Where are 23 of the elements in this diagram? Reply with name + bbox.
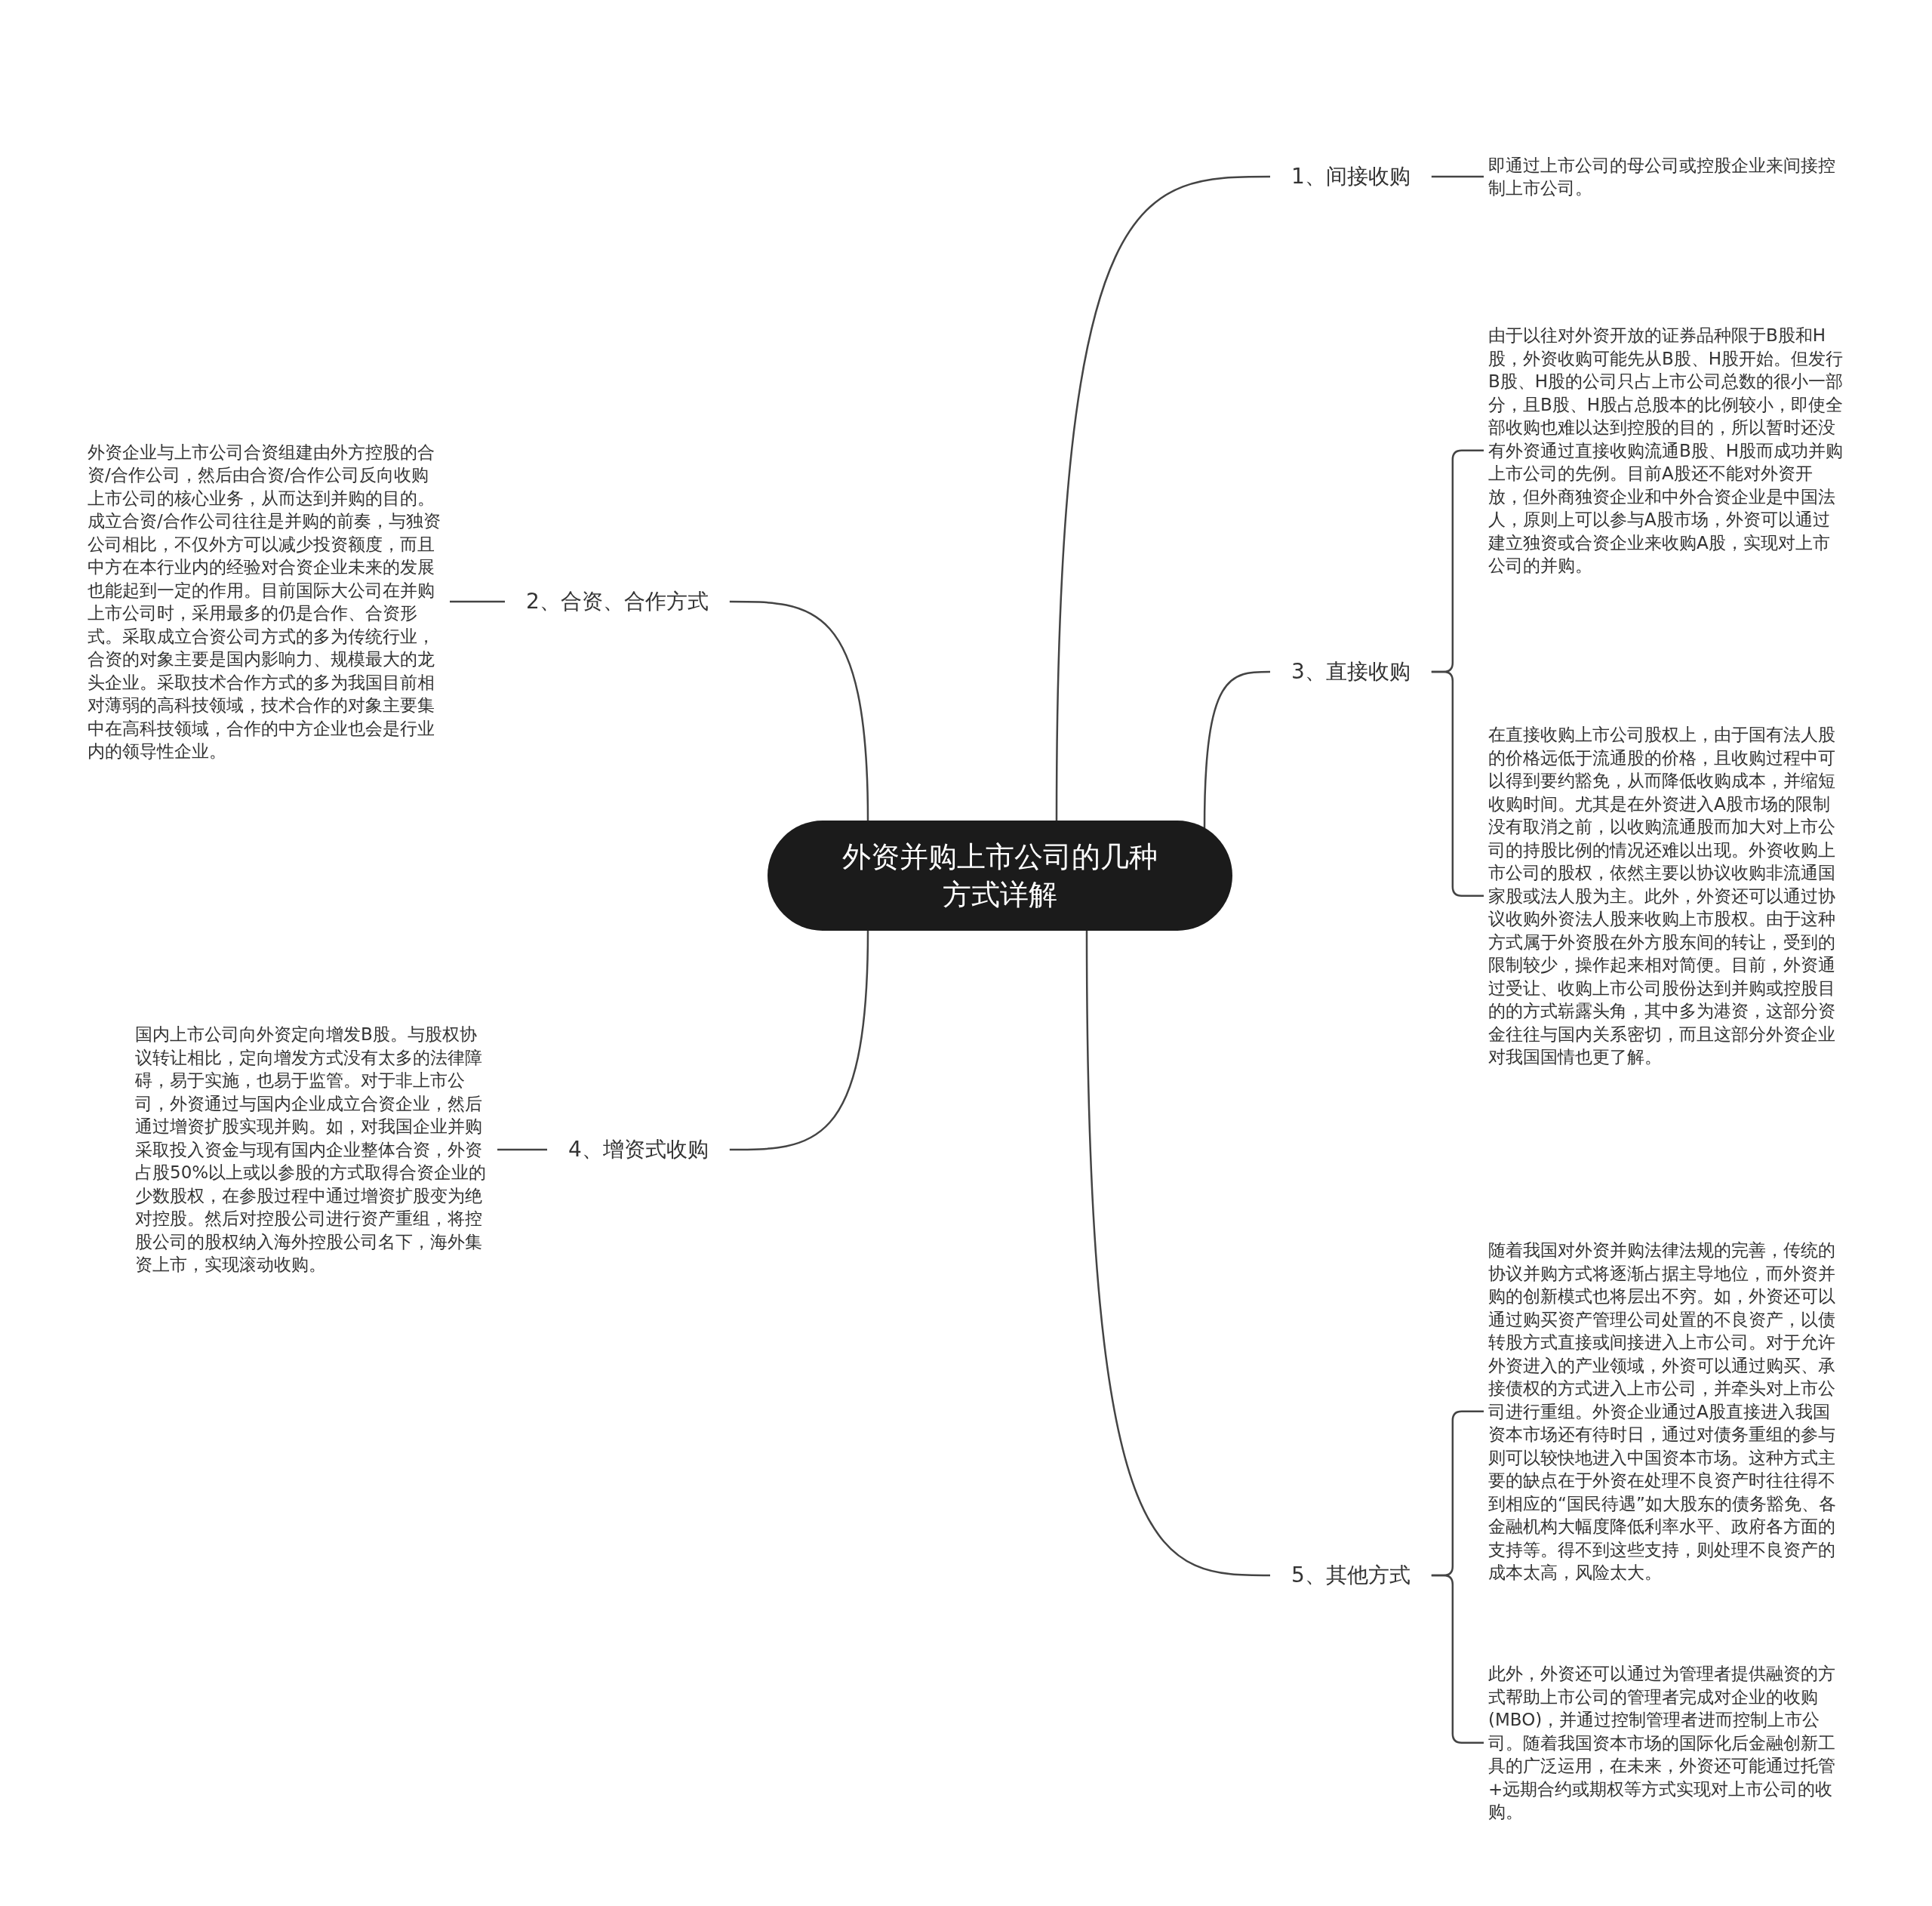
branch-label: 5、其他方式 [1270,1559,1432,1592]
branch-label: 1、间接收购 [1270,160,1432,193]
connector-line [1431,1574,1484,1744]
branch-label: 4、增资式收购 [547,1133,730,1166]
connector-line [1431,670,1484,897]
detail-text: 国内上市公司向外资定向增发B股。与股权协议转让相比，定向增发方式没有太多的法律障碍，易于实施，也易于监管。对于非上市公司，外资通过与国内企业成立合资企业，然后通过增资扩股实现并购。如，对我国企业并购采取投入资金与现有国内企业整体合资，外资占股50%以上或以参股的方式取得合资企业的少数股权，在参股过程中通过增资扩股变为绝对控股。然后对控股公司进行资产重组，将控股公司的股权纳入海外控股公司名下，海外集资上市，实现滚动收购。 [131,1023,497,1276]
connector-line [729,930,869,1151]
central-topic: 外资并购上市公司的几种方式详解 [768,821,1232,931]
detail-text: 随着我国对外资并购法律法规的完善，传统的协议并购方式将逐渐占据主导地位，而外资并购的创新模式也将层出不穷。如，外资还可以通过购买资产管理公司处置的不良资产，以债转股方式直接或间接进入上市公司。对于允许外资进入的产业领域，外资可以通过购买、承接债权的方式进入上市公司，并牵头对上市公司进行重组。外资企业通过A股直接进入我国资本市场还有待时日，通过对债务重组的参与则可以较快地进入中国资本市场。这种方式主要的缺点在于外资在处理不良资产时往往得不到相应的“国民待遇”如大股东的债务豁免、各金融机构大幅度降低利率水平、政府各方面的支持等。得不到这些支持，则处理不良资产的成本太高，风险太大。 [1484,1239,1850,1584]
connector-line [729,600,869,821]
detail-text: 外资企业与上市公司合资组建由外方控股的合资/合作公司，然后由合资/合作公司反向收购上市公司的核心业务，从而达到并购的目的。成立合资/合作公司往往是并购的前奏，与独资公司相比，不仅外方可以减少投资额度，而且中方在本行业内的经验对合资企业未来的发展也能起到一定的作用。目前国际大公司在并购上市公司时，采用最多的仍是合作、合资形式。采取成立合资公司方式的多为传统行业，合资的对象主要是国内影响力、规模最大的龙头企业。采取技术合作方式的多为我国目前相对薄弱的高科技领域，技术合作的对象主要集中在高科技领域，合作的中方企业也会是行业内的领导性企业。 [83,440,450,763]
connector-line [450,600,505,603]
connector-line [497,1148,547,1151]
branch-label: 2、合资、合作方式 [505,585,730,618]
detail-text: 即通过上市公司的母公司或控股企业来间接控制上市公司。 [1484,153,1850,200]
detail-text: 在直接收购上市公司股权上，由于国有法人股的价格远低于流通股的价格，且收购过程中可以得到要约豁免，从而降低收购成本，并缩短收购时间。尤其是在外资进入A股市场的限制没有取消之前，以收购流通股而加大对上市公司的持股比例的情况还难以出现。外资收购上市公司的股权，依然主要以协议收购非流通国家股或法人股为主。此外，外资还可以通过协议收购外资法人股来收购上市股权。由于这种方式属于外资股在外方股东间的转让，受到的限制较少，操作起来相对简便。目前，外资通过受让、收购上市公司股份达到并购或控股目的的方式崭露头角，其中多为港资，这部分资金往往与国内关系密切，而且这部分外资企业对我国国情也更了解。 [1484,723,1850,1069]
connector-line [1203,670,1270,828]
detail-text: 由于以往对外资开放的证券品种限于B股和H股，外资收购可能先从B股、H股开始。但发行B股、H股的公司只占上市公司总数的很小一部分，且B股、H股占总股本的比例较小，即使全部收购也难以达到控股的目的，所以暂时还没有外资通过直接收购流通B股、H股而成功并购上市公司的先例。目前A股还不能对外资开放，但外商独资企业和中外合资企业是中国法人，原则上可以参与A股市场，外资可以通过建立独资或合资企业来收购A股，实现对上市公司的并购。 [1484,324,1850,577]
branch-label: 3、直接收购 [1270,655,1432,688]
detail-text: 此外，外资还可以通过为管理者提供融资的方式帮助上市公司的管理者完成对企业的收购(MBO)，并通过控制管理者进而控制上市公司。随着我国资本市场的国际化后金融创新工具的广泛运用，在未来，外资还可能通过托管+远期合约或期权等方式实现对上市公司的收购。 [1484,1662,1850,1824]
connector-line [1431,175,1484,178]
connector-line [1085,931,1270,1577]
connector-line [1055,175,1270,821]
